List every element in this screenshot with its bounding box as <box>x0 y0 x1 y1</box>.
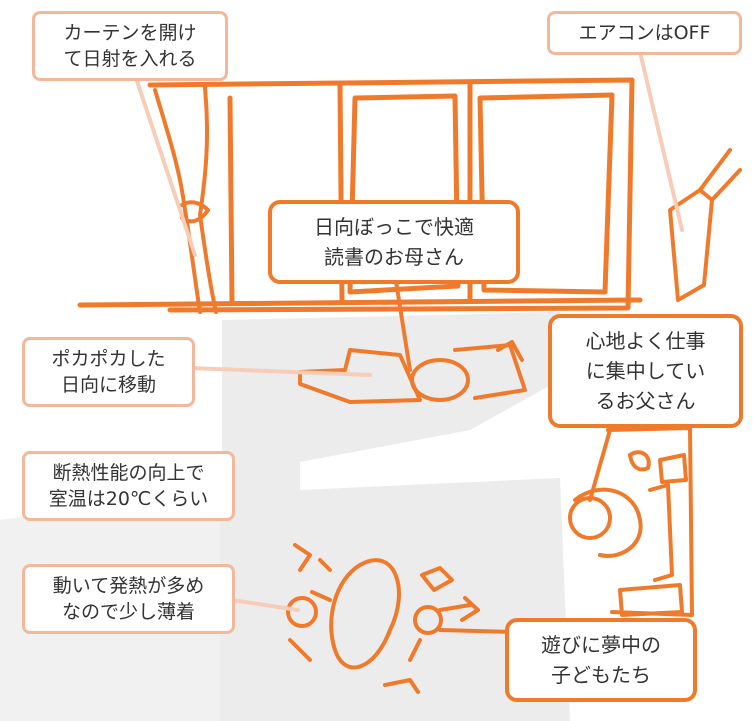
air-conditioner <box>668 148 742 302</box>
curtain <box>153 86 218 314</box>
label-pokapoka: ポカポカした 日向に移動 <box>22 337 195 407</box>
callout-father: 心地よく仕事 に集中してい るお父さん <box>548 314 743 428</box>
label-aircon: エアコンはOFF <box>547 11 742 55</box>
callout-mother: 日向ぼっこで快適 読書のお母さん <box>268 200 520 284</box>
mother-figure <box>298 340 527 404</box>
label-curtain: カーテンを開け て日射を入れる <box>32 11 228 81</box>
label-heat: 動いて発熱が多め なので少し薄着 <box>22 564 235 634</box>
leader-lines <box>133 50 684 634</box>
children-figures <box>286 543 480 694</box>
label-insulation: 断熱性能の向上で 室温は20℃くらい <box>22 451 235 521</box>
callout-children: 遊びに夢中の 子どもたち <box>505 618 697 702</box>
father-figure <box>568 426 694 617</box>
